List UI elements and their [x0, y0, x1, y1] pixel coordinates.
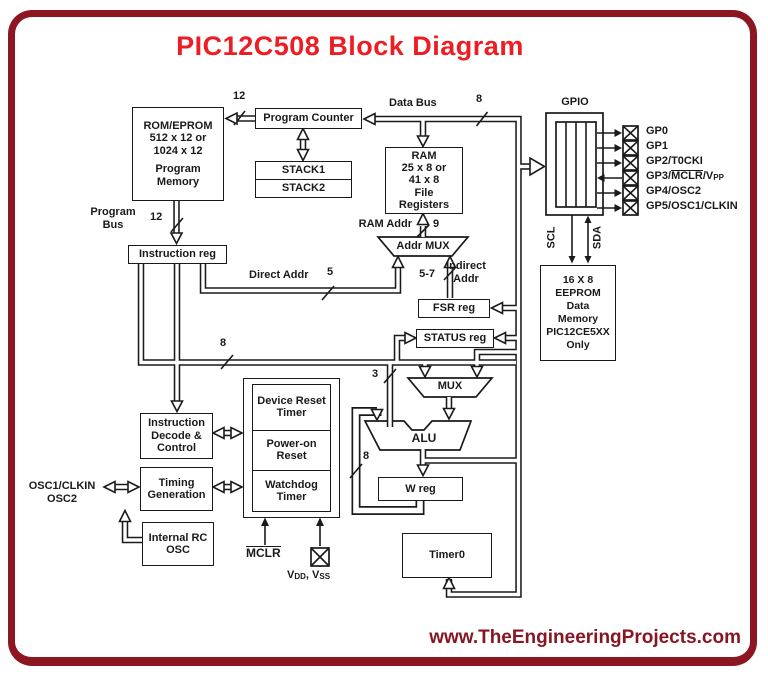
mux-shape — [406, 377, 494, 398]
pin-pad-gp4 — [622, 185, 639, 201]
pin-label-gp0: GP0 — [646, 125, 669, 137]
label-width-instr-bus: 8 — [220, 337, 227, 349]
pin-pads — [310, 125, 639, 567]
trapezoid-shapes — [363, 236, 494, 451]
block-instruction-reg: Instruction reg — [128, 245, 227, 264]
block-timer0: Timer0 — [402, 533, 492, 578]
block-stack1: STACK1 — [281, 164, 326, 177]
pin-label-gp1: GP1 — [646, 140, 669, 152]
mclr-overbar: MCLR — [671, 170, 703, 182]
label-mclr: MCLR — [246, 546, 281, 560]
page-title: PIC12C508 Block Diagram — [176, 31, 524, 61]
block-status-reg: STATUS reg — [416, 329, 494, 348]
pin-pad-gp1 — [622, 140, 639, 156]
block-stack: STACK1 STACK2 — [255, 161, 352, 198]
solid-arrowheads — [261, 129, 622, 526]
label-direct-addr: Direct Addr — [249, 269, 309, 281]
label-program-bus: Program Bus — [90, 206, 136, 231]
block-timing-generation: Timing Generation — [140, 467, 213, 511]
block-watchdog-timer: Watchdog Timer — [253, 470, 330, 511]
pin-pad-vdd-vss — [310, 547, 330, 567]
block-ram: RAM 25 x 8 or 41 x 8 File Registers — [385, 147, 463, 214]
block-program-counter: Program Counter — [255, 108, 362, 129]
pin-label-gp2: GP2/T0CKI — [646, 155, 703, 167]
mclr-overbar: MCLR — [246, 546, 281, 560]
pin-pad-gp0 — [622, 125, 639, 141]
pin-pad-gp2 — [622, 155, 639, 171]
page-border-frame — [8, 10, 757, 666]
block-power-on-reset: Power-on Reset — [253, 429, 330, 471]
block-w-reg: W reg — [378, 477, 463, 501]
pin-pad-gp5 — [622, 200, 639, 216]
pin-label-gp4: GP4/OSC2 — [646, 185, 702, 197]
label-width-ram-addr: 9 — [433, 218, 440, 230]
label-width-status-alu: 3 — [372, 368, 379, 380]
label-width-program-bus: 12 — [150, 211, 163, 223]
bus-lines — [113, 115, 531, 598]
label-addr-mux: Addr MUX — [396, 240, 450, 252]
label-width-w-loop: 8 — [363, 450, 370, 462]
pin-label-gp5: GP5/OSC1/CLKIN — [646, 200, 738, 212]
block-device-reset-timer: Device Reset Timer — [257, 394, 326, 420]
alu-shape — [363, 420, 473, 451]
block-fsr-reg: FSR reg — [418, 299, 490, 318]
label-width-rom-pc: 12 — [233, 90, 246, 102]
label-gpio: GPIO — [561, 96, 589, 108]
label-data-bus: Data Bus — [389, 97, 437, 109]
label-mux: MUX — [437, 380, 463, 392]
pin-pad-gp3 — [622, 170, 639, 186]
block-reset-group: Device Reset Timer Power-on Reset Watchd… — [243, 378, 340, 518]
label-osc-pins: OSC1/CLKIN OSC2 — [28, 480, 96, 505]
block-eeprom: 16 X 8 EEPROM Data Memory PIC12CE5XX Onl… — [540, 265, 616, 361]
open-arrowheads — [102, 111, 547, 590]
addr-mux-shape — [376, 236, 470, 257]
pin-label-gp3: GP3/MCLR/VPP — [646, 170, 724, 182]
block-internal-rc-osc: Internal RC OSC — [142, 522, 214, 566]
block-instruction-decode: Instruction Decode & Control — [140, 413, 213, 459]
block-reset-inner: Device Reset Timer Power-on Reset Watchd… — [252, 384, 331, 512]
block-program-memory: ROM/EPROM 512 x 12 or 1024 x 12 Program … — [132, 107, 224, 201]
label-alu: ALU — [411, 431, 437, 445]
label-width-indirect: 5-7 — [419, 268, 435, 280]
label-width-data-bus: 8 — [476, 93, 483, 105]
website-url: www.TheEngineeringProjects.com — [429, 627, 741, 648]
label-sda: SDA — [591, 225, 604, 250]
label-vdd-vss: VDD, VSS — [287, 569, 331, 581]
label-width-direct: 5 — [327, 266, 334, 278]
block-stack2: STACK2 — [256, 179, 351, 197]
signal-lines — [264, 132, 622, 546]
label-scl: SCL — [545, 226, 558, 249]
gpio-port-shape — [545, 112, 604, 216]
label-indirect-addr: Indirect Addr — [446, 260, 486, 285]
label-ram-addr: RAM Addr — [358, 218, 412, 230]
